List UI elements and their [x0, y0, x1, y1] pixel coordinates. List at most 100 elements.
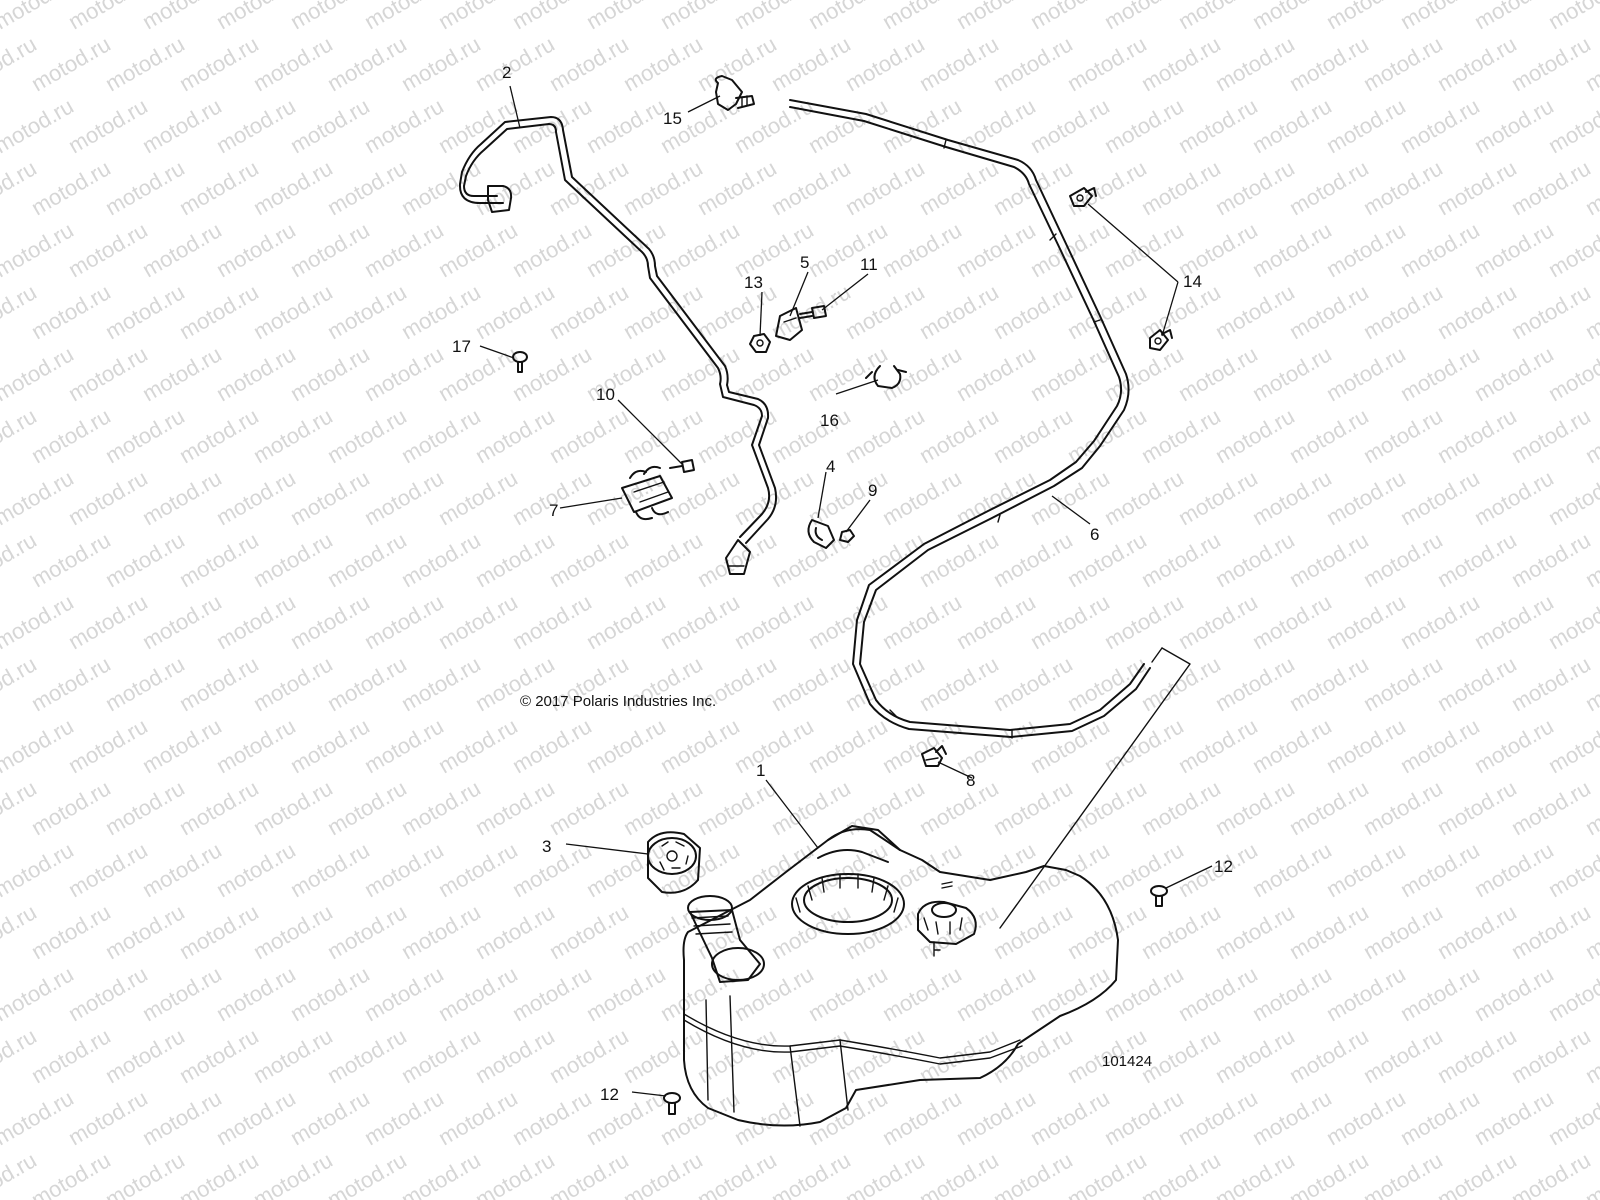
- watermark: motod.ru: [952, 217, 1040, 282]
- watermark: motod.ru: [1174, 589, 1262, 654]
- watermark: motod.ru: [1359, 1023, 1447, 1088]
- watermark: motod.ru: [619, 31, 707, 96]
- watermark: motod.ru: [1507, 1023, 1595, 1088]
- watermark: motod.ru: [27, 279, 115, 344]
- watermark: motod.ru: [841, 279, 929, 344]
- watermark: motod.ru: [1026, 1085, 1114, 1150]
- watermark: motod.ru: [175, 31, 263, 96]
- part-vent-line-2: [458, 116, 778, 575]
- watermark: motod.ru: [138, 93, 226, 158]
- watermark: motod.ru: [915, 155, 1003, 220]
- watermark: motod.ru: [1100, 217, 1188, 282]
- watermark: motod.ru: [138, 961, 226, 1026]
- watermark: motod.ru: [1026, 837, 1114, 902]
- watermark: motod.ru: [952, 465, 1040, 530]
- watermark: motod.ru: [730, 589, 818, 654]
- watermark: motod.ru: [175, 403, 263, 468]
- watermark: motod.ru: [582, 589, 670, 654]
- watermark: motod.ru: [1026, 93, 1114, 158]
- watermark: motod.ru: [619, 899, 707, 964]
- part-fuel-cap-3: [647, 831, 701, 894]
- watermark: motod.ru: [471, 1023, 559, 1088]
- watermark: motod.ru: [101, 279, 189, 344]
- watermark: motod.ru: [434, 341, 522, 406]
- watermark: motod.ru: [1470, 0, 1558, 34]
- watermark: motod.ru: [582, 93, 670, 158]
- watermark: motod.ru: [1507, 31, 1595, 96]
- watermark: motod.ru: [323, 527, 411, 592]
- watermark: motod.ru: [138, 837, 226, 902]
- watermark: motod.ru: [212, 589, 300, 654]
- watermark: motod.ru: [397, 775, 485, 840]
- watermark: motod.ru: [545, 155, 633, 220]
- watermark: motod.ru: [1433, 31, 1521, 96]
- watermark: motod.ru: [915, 279, 1003, 344]
- watermark: motod.ru: [434, 713, 522, 778]
- watermark: motod.ru: [508, 961, 596, 1026]
- watermark: motod.ru: [582, 0, 670, 34]
- part-connector-14-lower: [1149, 329, 1173, 351]
- watermark: motod.ru: [1433, 403, 1521, 468]
- watermark: motod.ru: [286, 837, 374, 902]
- watermark: motod.ru: [1285, 279, 1373, 344]
- watermark: motod.ru: [767, 775, 855, 840]
- watermark: motod.ru: [989, 279, 1077, 344]
- watermark: motod.ru: [212, 961, 300, 1026]
- watermark: motod.ru: [582, 713, 670, 778]
- watermark: motod.ru: [952, 837, 1040, 902]
- watermark: motod.ru: [64, 713, 152, 778]
- watermark: motod.ru: [841, 899, 929, 964]
- watermark: motod.ru: [1248, 589, 1336, 654]
- watermark: motod.ru: [1211, 155, 1299, 220]
- watermark: motod.ru: [1396, 465, 1484, 530]
- watermark: motod.ru: [471, 403, 559, 468]
- watermark: motod.ru: [471, 155, 559, 220]
- watermark: motod.ru: [1359, 403, 1447, 468]
- part-fuel-line-6: [789, 99, 1151, 739]
- watermark: motod.ru: [1026, 0, 1114, 34]
- watermark: motod.ru: [434, 837, 522, 902]
- watermark: motod.ru: [249, 155, 337, 220]
- watermark: motod.ru: [1285, 31, 1373, 96]
- part-multi-clip-7: [621, 465, 673, 521]
- watermark: motod.ru: [1248, 713, 1336, 778]
- watermark: motod.ru: [212, 341, 300, 406]
- watermark: motod.ru: [989, 899, 1077, 964]
- watermark: motod.ru: [397, 403, 485, 468]
- watermark: motod.ru: [138, 217, 226, 282]
- callouts: 2 15 5 13 11 14 17 16 10 7 4 9 6 8 1 3 1…: [452, 63, 1233, 1104]
- watermark: motod.ru: [915, 31, 1003, 96]
- watermark: motod.ru: [212, 0, 300, 34]
- watermark: motod.ru: [286, 93, 374, 158]
- watermark: motod.ru: [508, 589, 596, 654]
- watermark: motod.ru: [175, 1023, 263, 1088]
- watermark: motod.ru: [1211, 899, 1299, 964]
- watermark: motod.ru: [0, 1085, 78, 1150]
- watermark: motod.ru: [101, 403, 189, 468]
- callout-17: 17: [452, 337, 471, 356]
- watermark: motod.ru: [730, 0, 818, 34]
- watermark: motod.ru: [1507, 651, 1595, 716]
- callout-14: 14: [1183, 272, 1202, 291]
- watermark: motod.ru: [1026, 589, 1114, 654]
- watermark: motod.ru: [0, 713, 78, 778]
- watermark: motod.ru: [434, 1085, 522, 1150]
- watermark: motod.ru: [1174, 93, 1262, 158]
- watermark: motod.ru: [1211, 527, 1299, 592]
- watermark: motod.ru: [138, 1085, 226, 1150]
- watermark: motod.ru: [1285, 1023, 1373, 1088]
- watermark: motod.ru: [64, 1085, 152, 1150]
- part-fitting-8: [921, 745, 947, 767]
- watermark: motod.ru: [27, 31, 115, 96]
- watermark: motod.ru: [1322, 1085, 1410, 1150]
- watermark: motod.ru: [27, 651, 115, 716]
- watermark: motod.ru: [989, 155, 1077, 220]
- watermark: motod.ru: [1359, 775, 1447, 840]
- watermark: motod.ru: [767, 651, 855, 716]
- watermark: motod.ru: [1100, 837, 1188, 902]
- watermark: motod.ru: [286, 0, 374, 34]
- watermark: motod.ru: [1248, 961, 1336, 1026]
- watermark: motod.ru: [545, 279, 633, 344]
- watermark: motod.ru: [1174, 341, 1262, 406]
